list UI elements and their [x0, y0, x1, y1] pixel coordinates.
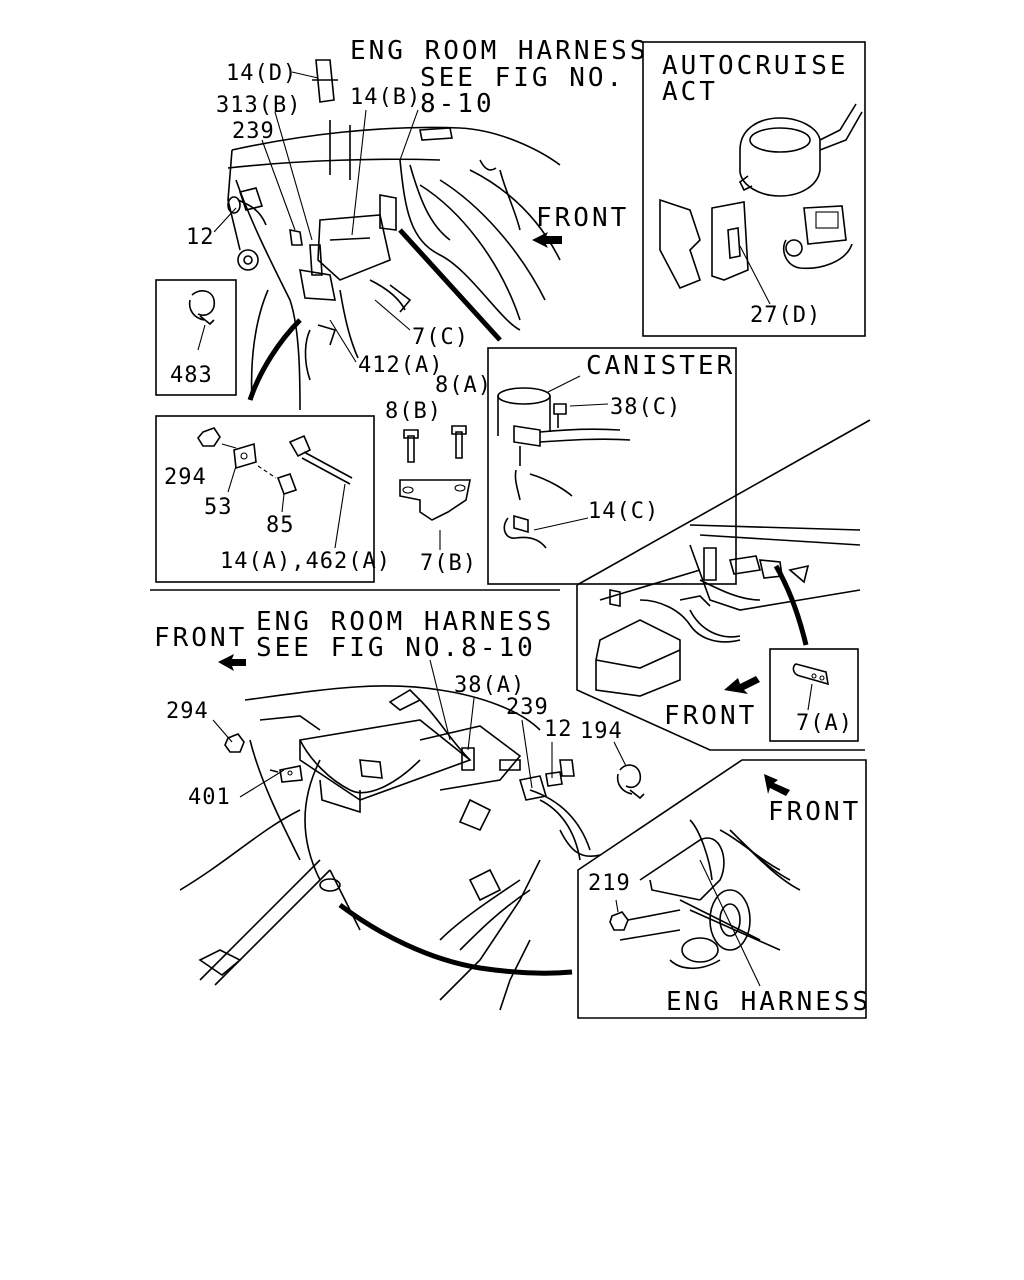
canister-box	[487, 347, 737, 585]
callout-14b: 14(B)	[350, 85, 421, 110]
eng-room-harness-bottom-line1: ENG ROOM HARNESS	[256, 607, 554, 637]
callout-412a: 412(A)	[358, 353, 443, 378]
canister-drawing	[497, 375, 631, 549]
callout-239-top: 239	[232, 119, 275, 144]
bottom-right-panel	[577, 759, 867, 1019]
front-arrow-top	[532, 232, 562, 248]
front-label-right: FRONT	[768, 797, 861, 827]
callout-8b: 8(B)	[385, 399, 442, 424]
top-engine-bay-drawing	[227, 59, 561, 411]
front-arrow-mid	[724, 676, 760, 694]
autocruise-label-line1: AUTOCRUISE	[662, 51, 849, 81]
bracket-53-icon	[227, 442, 257, 493]
top-leader-lines	[213, 71, 419, 363]
callout-12-bottom: 12	[544, 717, 573, 742]
front-label-left: FRONT	[154, 623, 247, 653]
eng-room-harness-label-line3: 8-10	[420, 89, 495, 119]
callout-8a: 8(A)	[435, 373, 492, 398]
callout-14d: 14(D)	[226, 61, 297, 86]
bottom-engine-bay-drawing	[179, 685, 601, 1011]
callout-219: 219	[588, 871, 631, 896]
bracket-7a-icon	[792, 663, 829, 711]
eng-harness-label: ENG HARNESS	[666, 987, 871, 1017]
part-7a-box	[769, 648, 859, 742]
callout-27d: 27(D)	[750, 303, 821, 328]
clip-85-icon	[257, 465, 298, 513]
small-parts-box	[155, 415, 375, 583]
front-arrow-left	[218, 654, 246, 671]
bracket-7b-icon	[399, 425, 471, 550]
callout-294-bottom: 294	[166, 699, 209, 724]
callout-313b: 313(B)	[216, 93, 301, 118]
bottom-leader-lines	[212, 659, 627, 798]
callout-38a: 38(A)	[454, 673, 525, 698]
canister-label: CANISTER	[586, 351, 735, 381]
callout-12-top: 12	[186, 225, 215, 250]
eng-room-harness-bottom-line2: SEE FIG NO.8-10	[256, 633, 536, 663]
callout-7a: 7(A)	[796, 711, 853, 736]
autocruise-actuator-drawing	[659, 103, 863, 305]
callout-14c: 14(C)	[588, 499, 659, 524]
right-mid-drawing	[576, 419, 871, 751]
callout-7b: 7(B)	[420, 551, 477, 576]
autocruise-label-line2: ACT	[662, 77, 718, 107]
callout-7c: 7(C)	[412, 325, 469, 350]
callout-53: 53	[204, 495, 233, 520]
callout-14a-462a: 14(A),462(A)	[220, 549, 391, 574]
callout-294-top: 294	[164, 465, 207, 490]
clamp-194-icon	[616, 764, 645, 800]
front-label-mid: FRONT	[664, 701, 757, 731]
clamp-483-icon	[188, 290, 216, 351]
text-labels: ENG ROOM HARNESS SEE FIG NO. 8-10 14(D) …	[154, 36, 871, 1017]
callout-85: 85	[266, 513, 295, 538]
callout-483: 483	[170, 363, 213, 388]
eng-room-harness-label-line1: ENG ROOM HARNESS	[350, 36, 648, 66]
front-label-top: FRONT	[536, 203, 629, 233]
eng-room-harness-label-line2: SEE FIG NO.	[420, 63, 625, 93]
tie-14a-462a-icon	[288, 434, 353, 549]
callout-38c: 38(C)	[610, 395, 681, 420]
callout-401: 401	[188, 785, 231, 810]
part-483-box	[155, 279, 237, 396]
callout-194: 194	[580, 719, 623, 744]
callout-239-bottom: 239	[506, 695, 549, 720]
nut-294-icon	[197, 427, 237, 449]
